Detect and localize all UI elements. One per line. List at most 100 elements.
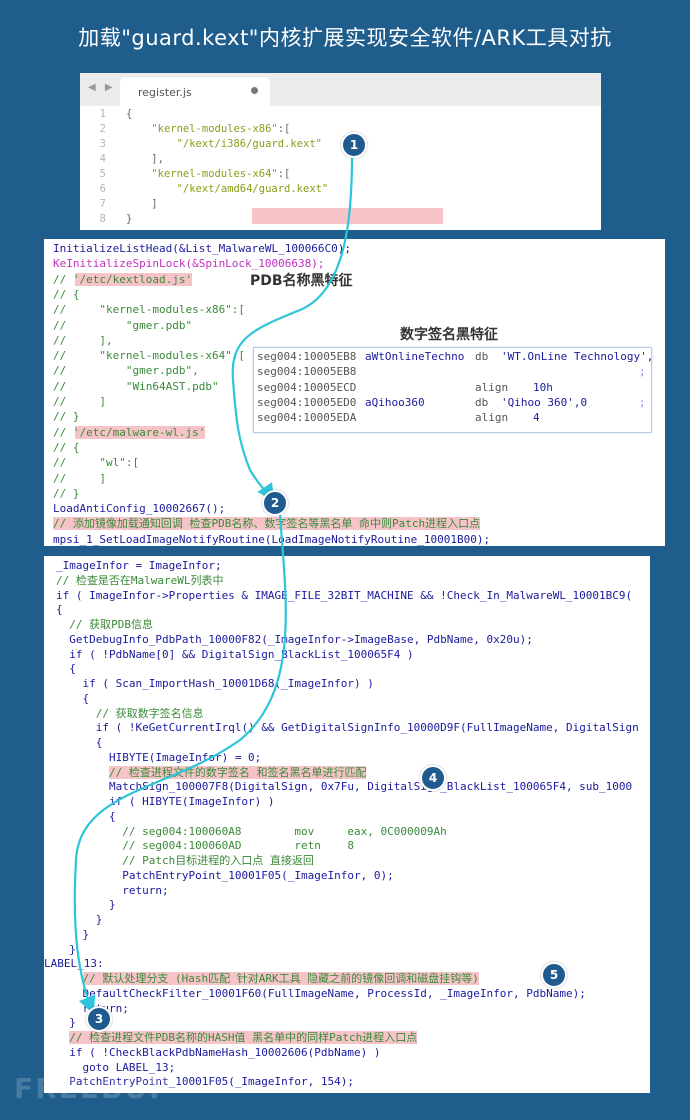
code-line: // } (53, 486, 80, 502)
json-punct: :[ (277, 168, 291, 180)
code-text: // 检查是否在MalwareWL列表中 (56, 573, 224, 587)
code-text: LABEL_13: (44, 957, 104, 971)
code-line: KeInitializeSpinLock(&SpinLock_10006638)… (53, 256, 325, 272)
code-text: // "kernel-modules-x86":[ (53, 303, 246, 317)
code-line: DefaultCheckFilter_10001F60(FullImageNam… (56, 986, 586, 1002)
code-text: // ] (53, 395, 106, 408)
code-text: } (69, 1016, 76, 1030)
line-number: 8 (99, 213, 106, 225)
code-text: // '/etc/kextload.js' (53, 272, 193, 286)
code-line: // ], (53, 333, 113, 349)
code-line: { (56, 661, 76, 677)
watermark-logo: FREEBUF (14, 1072, 171, 1105)
disasm-op: align (475, 380, 509, 394)
editor-line: 6 "/kext/amd64/guard.kext" (80, 182, 601, 197)
code-text: PatchEntryPoint_10001F05(_ImageInfor, 15… (69, 1075, 355, 1089)
json-string: "/kext/amd64/guard.kext" (176, 183, 329, 195)
code-line: // ] (53, 471, 106, 487)
code-text: // "kernel-modules-x64":[ (53, 349, 246, 363)
code-text: // 获取数字签名信息 (95, 706, 204, 720)
code-line: } (56, 927, 90, 943)
tab-label: register.js (138, 86, 192, 99)
code-text: // '/etc/malware-wl.js' (53, 425, 206, 439)
code-line: if ( ImageInfor->Properties & IMAGE_FILE… (56, 588, 632, 604)
line-code: "kernel-modules-x64":[ (126, 167, 290, 182)
code-line: // "Win64AST.pdb" (53, 379, 219, 395)
code-text: // ], (53, 333, 113, 347)
code-line: MatchSign_100007F8(DigitalSign, 0x7Fu, D… (56, 779, 632, 795)
arrow-2-to-3 (73, 514, 287, 1015)
json-string: "/kext/i386/guard.kext" (176, 138, 322, 150)
json-punct: ] (151, 198, 158, 210)
code-line: PatchEntryPoint_10001F05(_ImageInfor, 15… (56, 1074, 354, 1090)
disasm-address: seg004:10005EB8 (257, 365, 357, 379)
line-number: 7 (99, 198, 106, 210)
code-text: // { (53, 440, 80, 454)
code-line: // '/etc/kextload.js' (53, 272, 193, 288)
line-number: 2 (99, 123, 106, 135)
disasm-comment: ; (639, 395, 646, 409)
code-line: if ( Scan_ImportHash_10001D68(_ImageInfo… (56, 676, 374, 692)
code-text: // "wl":[ (53, 456, 140, 470)
code-line: // ] (53, 394, 106, 410)
code-line: { (56, 602, 63, 618)
code-line: // { (53, 287, 80, 303)
editor-line: 4 ], (80, 152, 601, 167)
code-line: if ( !PdbName[0] && DigitalSign_BlackLis… (56, 647, 413, 663)
code-text: // seg004:100060A8 mov eax, 0C000009Ah (122, 824, 447, 838)
code-text: _ImageInfor = ImageInfor; (56, 559, 222, 572)
disasm-address: seg004:10005ECD (257, 380, 357, 394)
code-line: // seg004:100060AD retn 8 (56, 838, 354, 854)
code-text: // "Win64AST.pdb" (53, 379, 219, 393)
line-code: { (126, 107, 132, 122)
tab-register-js[interactable]: register.js (120, 77, 270, 106)
code-line: if ( !KeGetCurrentIrql() && GetDigitalSi… (56, 720, 639, 736)
code-line: // "kernel-modules-x64":[ (53, 348, 245, 364)
code-text: LoadAntiConfig_10002667(); (53, 502, 226, 516)
code-text: PatchEntryPoint_10001F05(_ImageInfor, 0)… (122, 868, 394, 882)
disasm-line: seg004:10005EB8; (257, 365, 646, 379)
code-text: if ( ImageInfor->Properties & IMAGE_FILE… (56, 588, 633, 602)
code-text: // 添加镜像加载通知回调 检查PDB名称、数字签名等黑名单 命中则Patch进… (53, 517, 481, 531)
json-punct: :[ (277, 123, 291, 135)
arrow-1-to-2 (231, 155, 354, 502)
json-punct: } (126, 213, 133, 225)
code-line: mpsi_1_SetLoadImageNotifyRoutine(LoadIma… (53, 532, 490, 546)
editor-line: 5 "kernel-modules-x64":[ (80, 167, 601, 182)
code-text: InitializeListHead(&List_MalwareWL_10006… (53, 242, 352, 255)
code-line: // 获取PDB信息 (56, 617, 153, 633)
code-line: PatchEntryPoint_10001F05(_ImageInfor, 0)… (56, 868, 394, 884)
code-text: } (95, 913, 103, 926)
code-text: } (82, 927, 90, 941)
code-line: // { (53, 440, 80, 456)
code-line: GetDebugInfo_PdbPath_10000F82(_ImageInfo… (56, 632, 533, 648)
code-line: { (56, 691, 90, 707)
code-line: // 添加镜像加载通知回调 检查PDB名称、数字签名等黑名单 命中则Patch进… (53, 516, 481, 532)
disasm-op: db (475, 395, 489, 409)
code-line: // 获取数字签名信息 (56, 706, 204, 722)
editor-panel: ◀ ▶ register.js 1 {2 "kernel-modules-x86"… (80, 73, 601, 230)
code-line: LoadAntiConfig_10002667(); (53, 501, 225, 517)
code-text: // seg004:100060AD retn 8 (122, 839, 355, 853)
marker-2: 2 (262, 490, 288, 516)
page-title: 加载"guard.kext"内核扩展实现安全软件/ARK工具对抗 (78, 26, 612, 50)
code-line: goto LABEL_13; (56, 1060, 176, 1076)
unsaved-dot-icon (251, 87, 258, 94)
code-text: { (95, 736, 103, 749)
marker-1: 1 (341, 132, 367, 158)
code-text: // ] (53, 471, 106, 485)
code-text: return; (122, 883, 169, 897)
disasm-comment: ; (639, 365, 646, 379)
code-text: // "gmer.pdb", (53, 364, 199, 378)
code-text: // } (53, 486, 80, 500)
code-text: mpsi_1_SetLoadImageNotifyRoutine(LoadIma… (53, 532, 491, 546)
code-line: LABEL_13: (44, 956, 104, 972)
code-line: // "kernel-modules-x86":[ (53, 302, 245, 318)
code-text: { (56, 603, 63, 617)
line-code: "kernel-modules-x86":[ (126, 122, 290, 137)
nav-arrows-icon[interactable]: ◀ ▶ (88, 82, 116, 93)
line-number: 5 (99, 168, 106, 180)
code-text: if ( !KeGetCurrentIrql() && GetDigitalSi… (95, 721, 639, 735)
line-code: "/kext/amd64/guard.kext" (126, 182, 329, 197)
